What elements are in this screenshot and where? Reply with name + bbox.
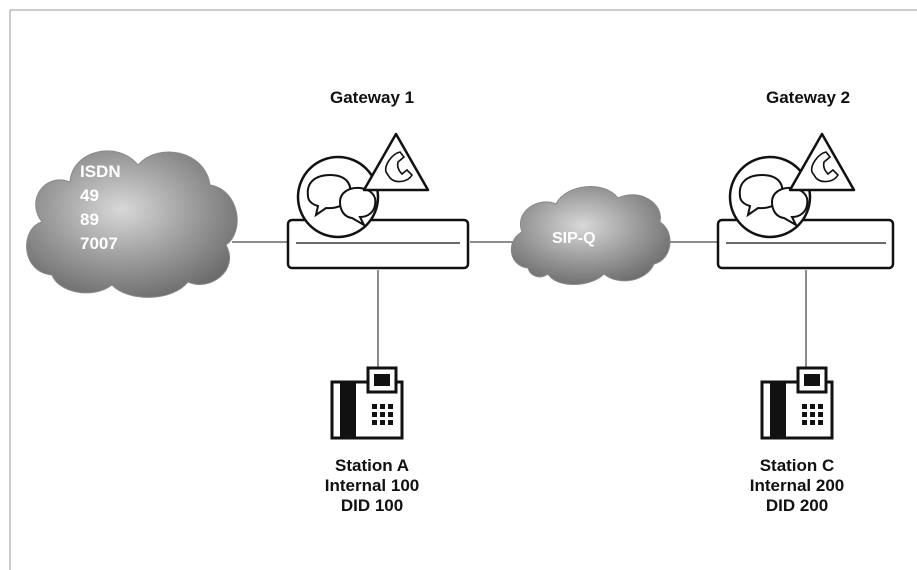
station-did: DID 100 [340, 496, 404, 515]
sipq-cloud-icon [510, 186, 671, 285]
sipq-cloud-label: SIP-Q [552, 230, 596, 247]
isdn-cloud-label: ISDN 49 89 7007 [80, 160, 121, 256]
station-name: Station C [759, 456, 835, 475]
isdn-line: 89 [80, 210, 99, 229]
station-name: Station A [335, 456, 409, 475]
station-internal: Internal 100 [324, 476, 420, 495]
chat-bubbles-icon [296, 155, 380, 239]
gateway-2-title: Gateway 2 [766, 88, 851, 107]
desk-phone-icon [330, 366, 404, 440]
chat-bubbles-icon [728, 155, 812, 239]
isdn-cloud-icon [26, 150, 238, 298]
isdn-line: ISDN [80, 162, 121, 181]
station-did: DID 200 [765, 496, 829, 515]
station-internal: Internal 200 [749, 476, 845, 495]
gateway-2-device [716, 132, 895, 270]
gateway-1-device [286, 132, 470, 270]
phone-warning-icon [788, 132, 856, 192]
desk-phone-icon [760, 366, 834, 440]
isdn-line: 7007 [80, 234, 118, 253]
phone-warning-icon [362, 132, 430, 192]
station-a-label: Station A Internal 100 DID 100 [325, 456, 420, 516]
isdn-line: 49 [80, 186, 99, 205]
station-c-label: Station C Internal 200 DID 200 [750, 456, 845, 516]
gateway-1-title: Gateway 1 [330, 88, 415, 107]
